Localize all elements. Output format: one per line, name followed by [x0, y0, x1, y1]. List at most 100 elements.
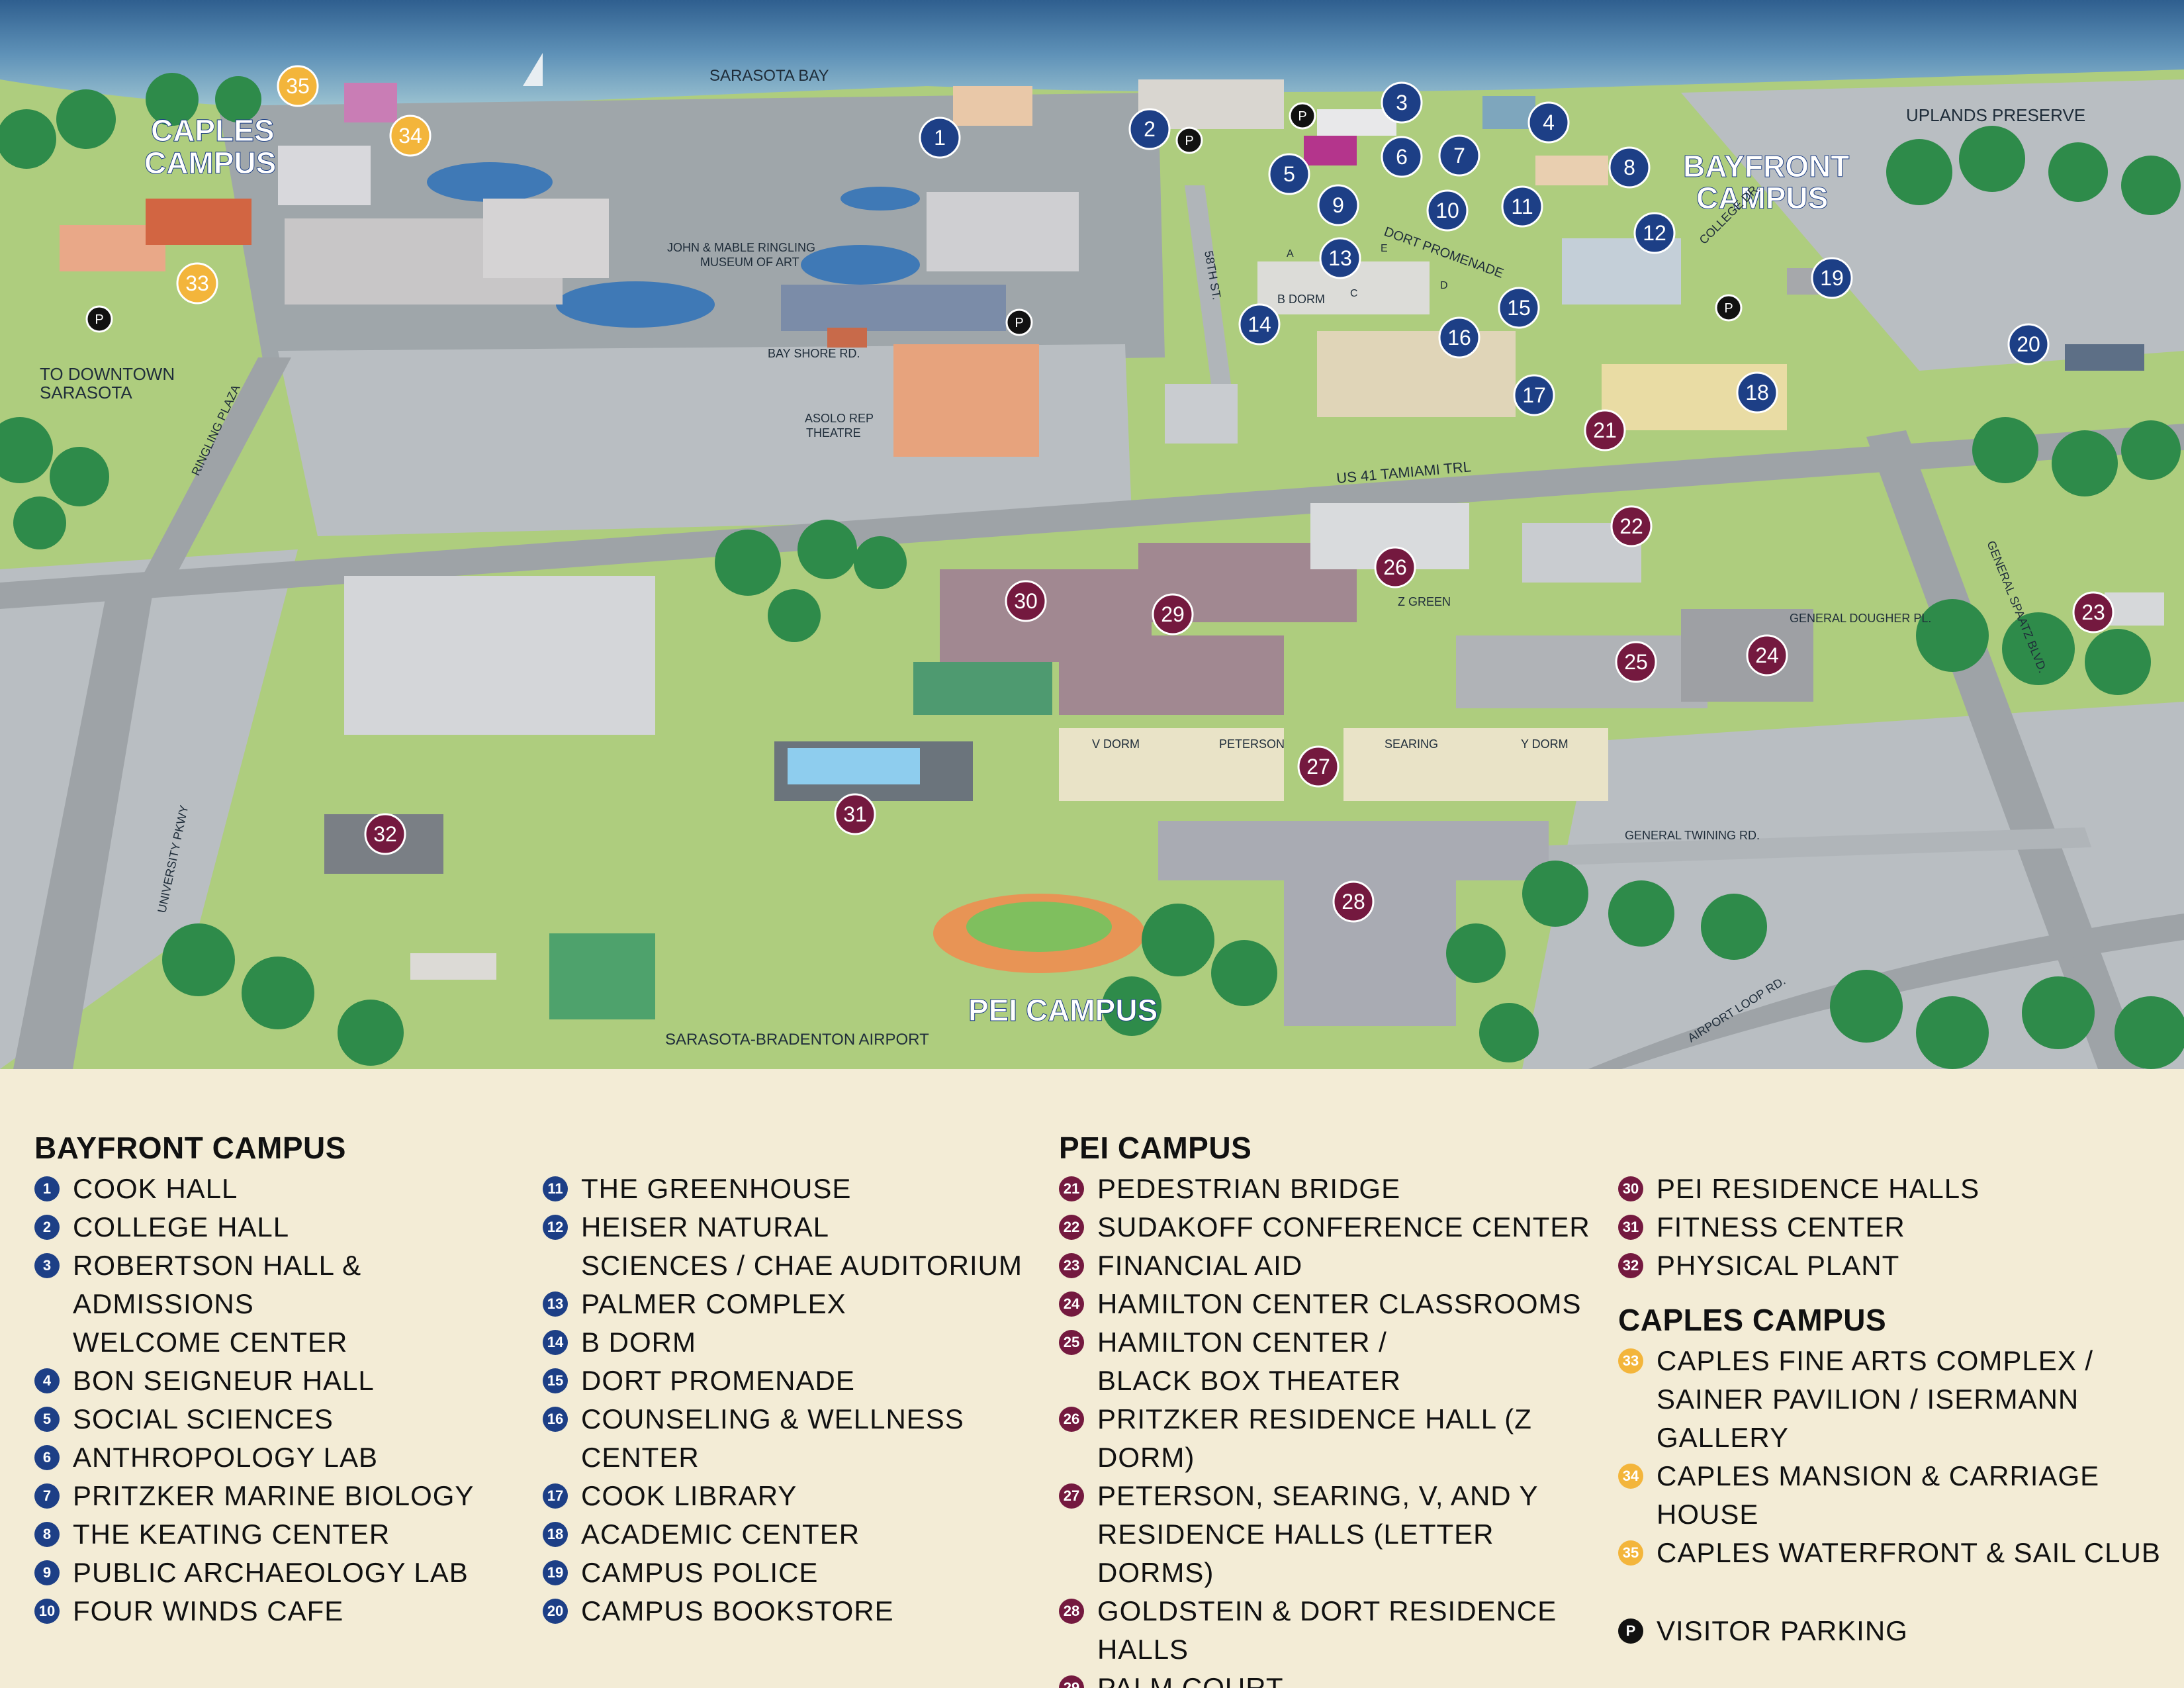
- label-caples-campus: CAPLES: [151, 113, 275, 148]
- building-marker-32[interactable]: 32: [364, 813, 406, 855]
- hamilton-center: [1456, 635, 1707, 708]
- marker-circle: [1736, 371, 1778, 414]
- marker-circle: [1715, 294, 1743, 322]
- building-marker-23[interactable]: 23: [2072, 591, 2115, 633]
- parking-marker[interactable]: P: [1005, 308, 1033, 336]
- parking-marker[interactable]: P: [85, 305, 113, 333]
- goldstein-dort-halls: [1284, 854, 1456, 1026]
- building-marker-6[interactable]: 6: [1381, 136, 1423, 178]
- marker-circle: [1289, 102, 1316, 130]
- legend-item-label: PEI RESIDENCE HALLS: [1657, 1173, 1980, 1204]
- building-marker-14[interactable]: 14: [1238, 303, 1281, 346]
- marker-number: 18: [1745, 381, 1769, 404]
- legend-number-badge: 16: [543, 1407, 568, 1432]
- building-marker-29[interactable]: 29: [1152, 593, 1194, 635]
- building-marker-25[interactable]: 25: [1615, 641, 1657, 683]
- building-marker-20[interactable]: 20: [2007, 323, 2050, 365]
- building-marker-16[interactable]: 16: [1438, 316, 1480, 359]
- trees: [0, 73, 2184, 1069]
- financial-aid: [2105, 592, 2164, 626]
- marker-circle: [1128, 108, 1171, 150]
- campus-map: SARASOTA BAY UPLANDS PRESERVE CAPLES CAM…: [0, 0, 2184, 1069]
- legend-bayfront-title: BAYFRONT CAMPUS: [34, 1131, 346, 1165]
- building-marker-33[interactable]: 33: [176, 262, 218, 305]
- building-marker-5[interactable]: 5: [1268, 153, 1310, 195]
- building-marker-13[interactable]: 13: [1319, 237, 1361, 279]
- building-marker-1[interactable]: 1: [919, 117, 961, 159]
- building-marker-4[interactable]: 4: [1527, 101, 1570, 144]
- building-marker-15[interactable]: 15: [1498, 287, 1540, 329]
- building-marker-27[interactable]: 27: [1297, 745, 1340, 788]
- legend-number-badge: 35: [1618, 1540, 1643, 1566]
- legend-item-label: CAPLES FINE ARTS COMPLEX /: [1657, 1345, 2094, 1376]
- legend-number-badge: 5: [34, 1407, 60, 1432]
- marker-number: 24: [1755, 643, 1779, 667]
- marker-circle: [1374, 546, 1416, 588]
- building-marker-21[interactable]: 21: [1584, 409, 1626, 451]
- legend-number-badge: 3: [34, 1253, 60, 1278]
- building-marker-19[interactable]: 19: [1811, 257, 1853, 299]
- tennis-courts: [913, 662, 1052, 715]
- legend-item-label: CAMPUS BOOKSTORE: [581, 1595, 894, 1626]
- building-marker-9[interactable]: 9: [1317, 184, 1359, 226]
- building-marker-3[interactable]: 3: [1381, 81, 1423, 124]
- marker-circle: [1513, 374, 1555, 416]
- legend-item-label: PALMER COMPLEX: [581, 1288, 846, 1319]
- building-marker-7[interactable]: 7: [1438, 134, 1480, 177]
- parking-marker[interactable]: P: [1715, 294, 1743, 322]
- legend-item-label: PUBLIC ARCHAEOLOGY LAB: [73, 1557, 469, 1588]
- palm-court-halls: [1059, 635, 1284, 715]
- parking-marker[interactable]: P: [1289, 102, 1316, 130]
- legend-item-label: PALM COURT: [1097, 1672, 1284, 1688]
- legend-item-label-cont: SCIENCES / CHAE AUDITORIUM: [581, 1250, 1023, 1281]
- marker-number: 30: [1014, 589, 1038, 613]
- parking-marker[interactable]: P: [1175, 126, 1203, 154]
- building-marker-28[interactable]: 28: [1332, 880, 1375, 923]
- label-asolo-2: THEATRE: [806, 426, 861, 440]
- sailboat-icon: [523, 53, 543, 86]
- building-marker-22[interactable]: 22: [1610, 505, 1653, 547]
- building-marker-12[interactable]: 12: [1633, 212, 1676, 254]
- legend-item-label: PEDESTRIAN BRIDGE: [1097, 1173, 1401, 1204]
- legend-number-badge: 23: [1059, 1253, 1084, 1278]
- building-marker-2[interactable]: 2: [1128, 108, 1171, 150]
- label-uplands-preserve: UPLANDS PRESERVE: [1906, 105, 2085, 125]
- label-dorm-a: A: [1287, 248, 1294, 259]
- building-marker-31[interactable]: 31: [834, 793, 876, 835]
- building-marker-18[interactable]: 18: [1736, 371, 1778, 414]
- label-dorm-e: E: [1381, 243, 1388, 254]
- pond: [556, 281, 715, 328]
- building-marker-26[interactable]: 26: [1374, 546, 1416, 588]
- bon-seigneur: [1482, 96, 1535, 129]
- campus-bookstore: [2065, 344, 2144, 371]
- marker-number: 15: [1507, 296, 1531, 320]
- legend-item-label: ACADEMIC CENTER: [581, 1519, 860, 1550]
- marker-circle: [1498, 287, 1540, 329]
- label-caples-campus-2: CAMPUS: [144, 146, 276, 180]
- road-twining: [1496, 827, 2091, 867]
- building-marker-17[interactable]: 17: [1513, 374, 1555, 416]
- building-marker-11[interactable]: 11: [1501, 185, 1543, 228]
- marker-circle: [2072, 591, 2115, 633]
- caples-building: [146, 199, 251, 245]
- legend-item-label: BON SEIGNEUR HALL: [73, 1365, 375, 1396]
- building-marker-8[interactable]: 8: [1608, 146, 1651, 189]
- legend-item-label: VISITOR PARKING: [1657, 1615, 1908, 1646]
- building-marker-34[interactable]: 34: [389, 115, 432, 157]
- road-ringling-plaza: [139, 357, 291, 583]
- road-us41: [0, 424, 2184, 609]
- building-marker-35[interactable]: 35: [277, 65, 319, 107]
- legend-item-label: THE KEATING CENTER: [73, 1519, 390, 1550]
- building-marker-10[interactable]: 10: [1426, 189, 1469, 232]
- marker-number: 6: [1396, 145, 1408, 169]
- asolo-theatre: [893, 344, 1039, 457]
- small-building: [410, 953, 496, 980]
- building-marker-30[interactable]: 30: [1005, 580, 1047, 622]
- legend-item-label: THE GREENHOUSE: [581, 1173, 852, 1204]
- marker-number: P: [1185, 134, 1193, 148]
- building-marker-24[interactable]: 24: [1746, 634, 1788, 677]
- marker-number: P: [1298, 109, 1306, 124]
